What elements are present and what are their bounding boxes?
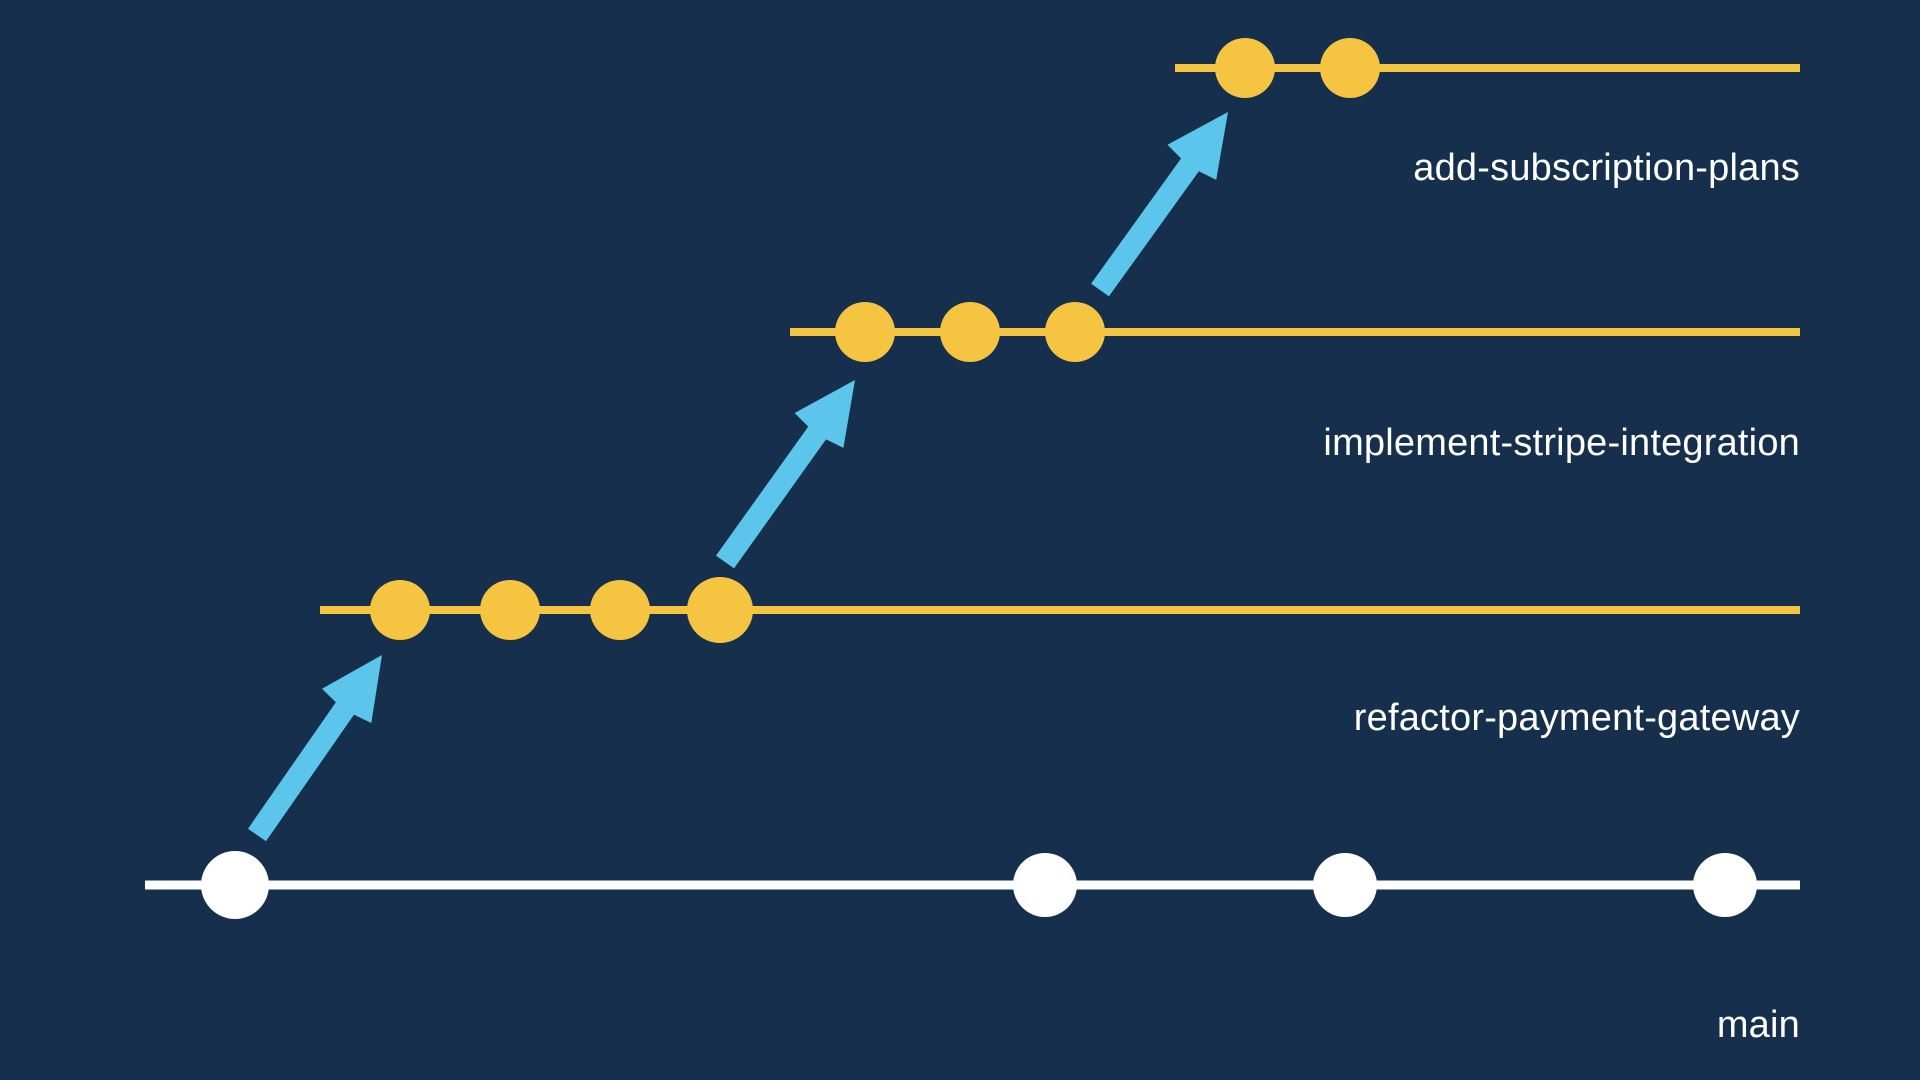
arrow-refactor-to-stripe — [716, 380, 855, 569]
arrow-main-to-refactor — [248, 655, 382, 842]
branch-label-refactor-payment-gateway: refactor-payment-gateway — [1353, 697, 1800, 739]
arrow-head — [794, 380, 855, 448]
commit-node[interactable] — [687, 577, 753, 643]
commit-node[interactable] — [940, 302, 1000, 362]
commit-node[interactable] — [480, 580, 540, 640]
arrow-shaft — [1091, 155, 1201, 297]
commit-node[interactable] — [201, 851, 269, 919]
branch-add-subscription-plans — [1175, 38, 1800, 98]
branch-implement-stripe-integration — [790, 302, 1800, 362]
branch-main — [145, 851, 1800, 919]
arrow-stripe-to-subscription — [1091, 112, 1228, 297]
branch-label-implement-stripe-integration: implement-stripe-integration — [1323, 422, 1800, 464]
branch-label-main: main — [1716, 1004, 1800, 1046]
commit-node[interactable] — [1320, 38, 1380, 98]
commit-node[interactable] — [835, 302, 895, 362]
commit-node[interactable] — [1313, 853, 1377, 917]
commit-node[interactable] — [1215, 38, 1275, 98]
commit-node[interactable] — [1013, 853, 1077, 917]
commit-node[interactable] — [1693, 853, 1757, 917]
commit-node[interactable] — [370, 580, 430, 640]
arrow-shaft — [716, 424, 828, 569]
branch-refactor-payment-gateway — [320, 577, 1800, 643]
arrow-head — [322, 655, 382, 723]
branch-label-add-subscription-plans: add-subscription-plans — [1413, 147, 1800, 189]
arrow-head — [1167, 112, 1228, 180]
commit-node[interactable] — [590, 580, 650, 640]
arrow-shaft — [248, 699, 356, 842]
commit-node[interactable] — [1045, 302, 1105, 362]
